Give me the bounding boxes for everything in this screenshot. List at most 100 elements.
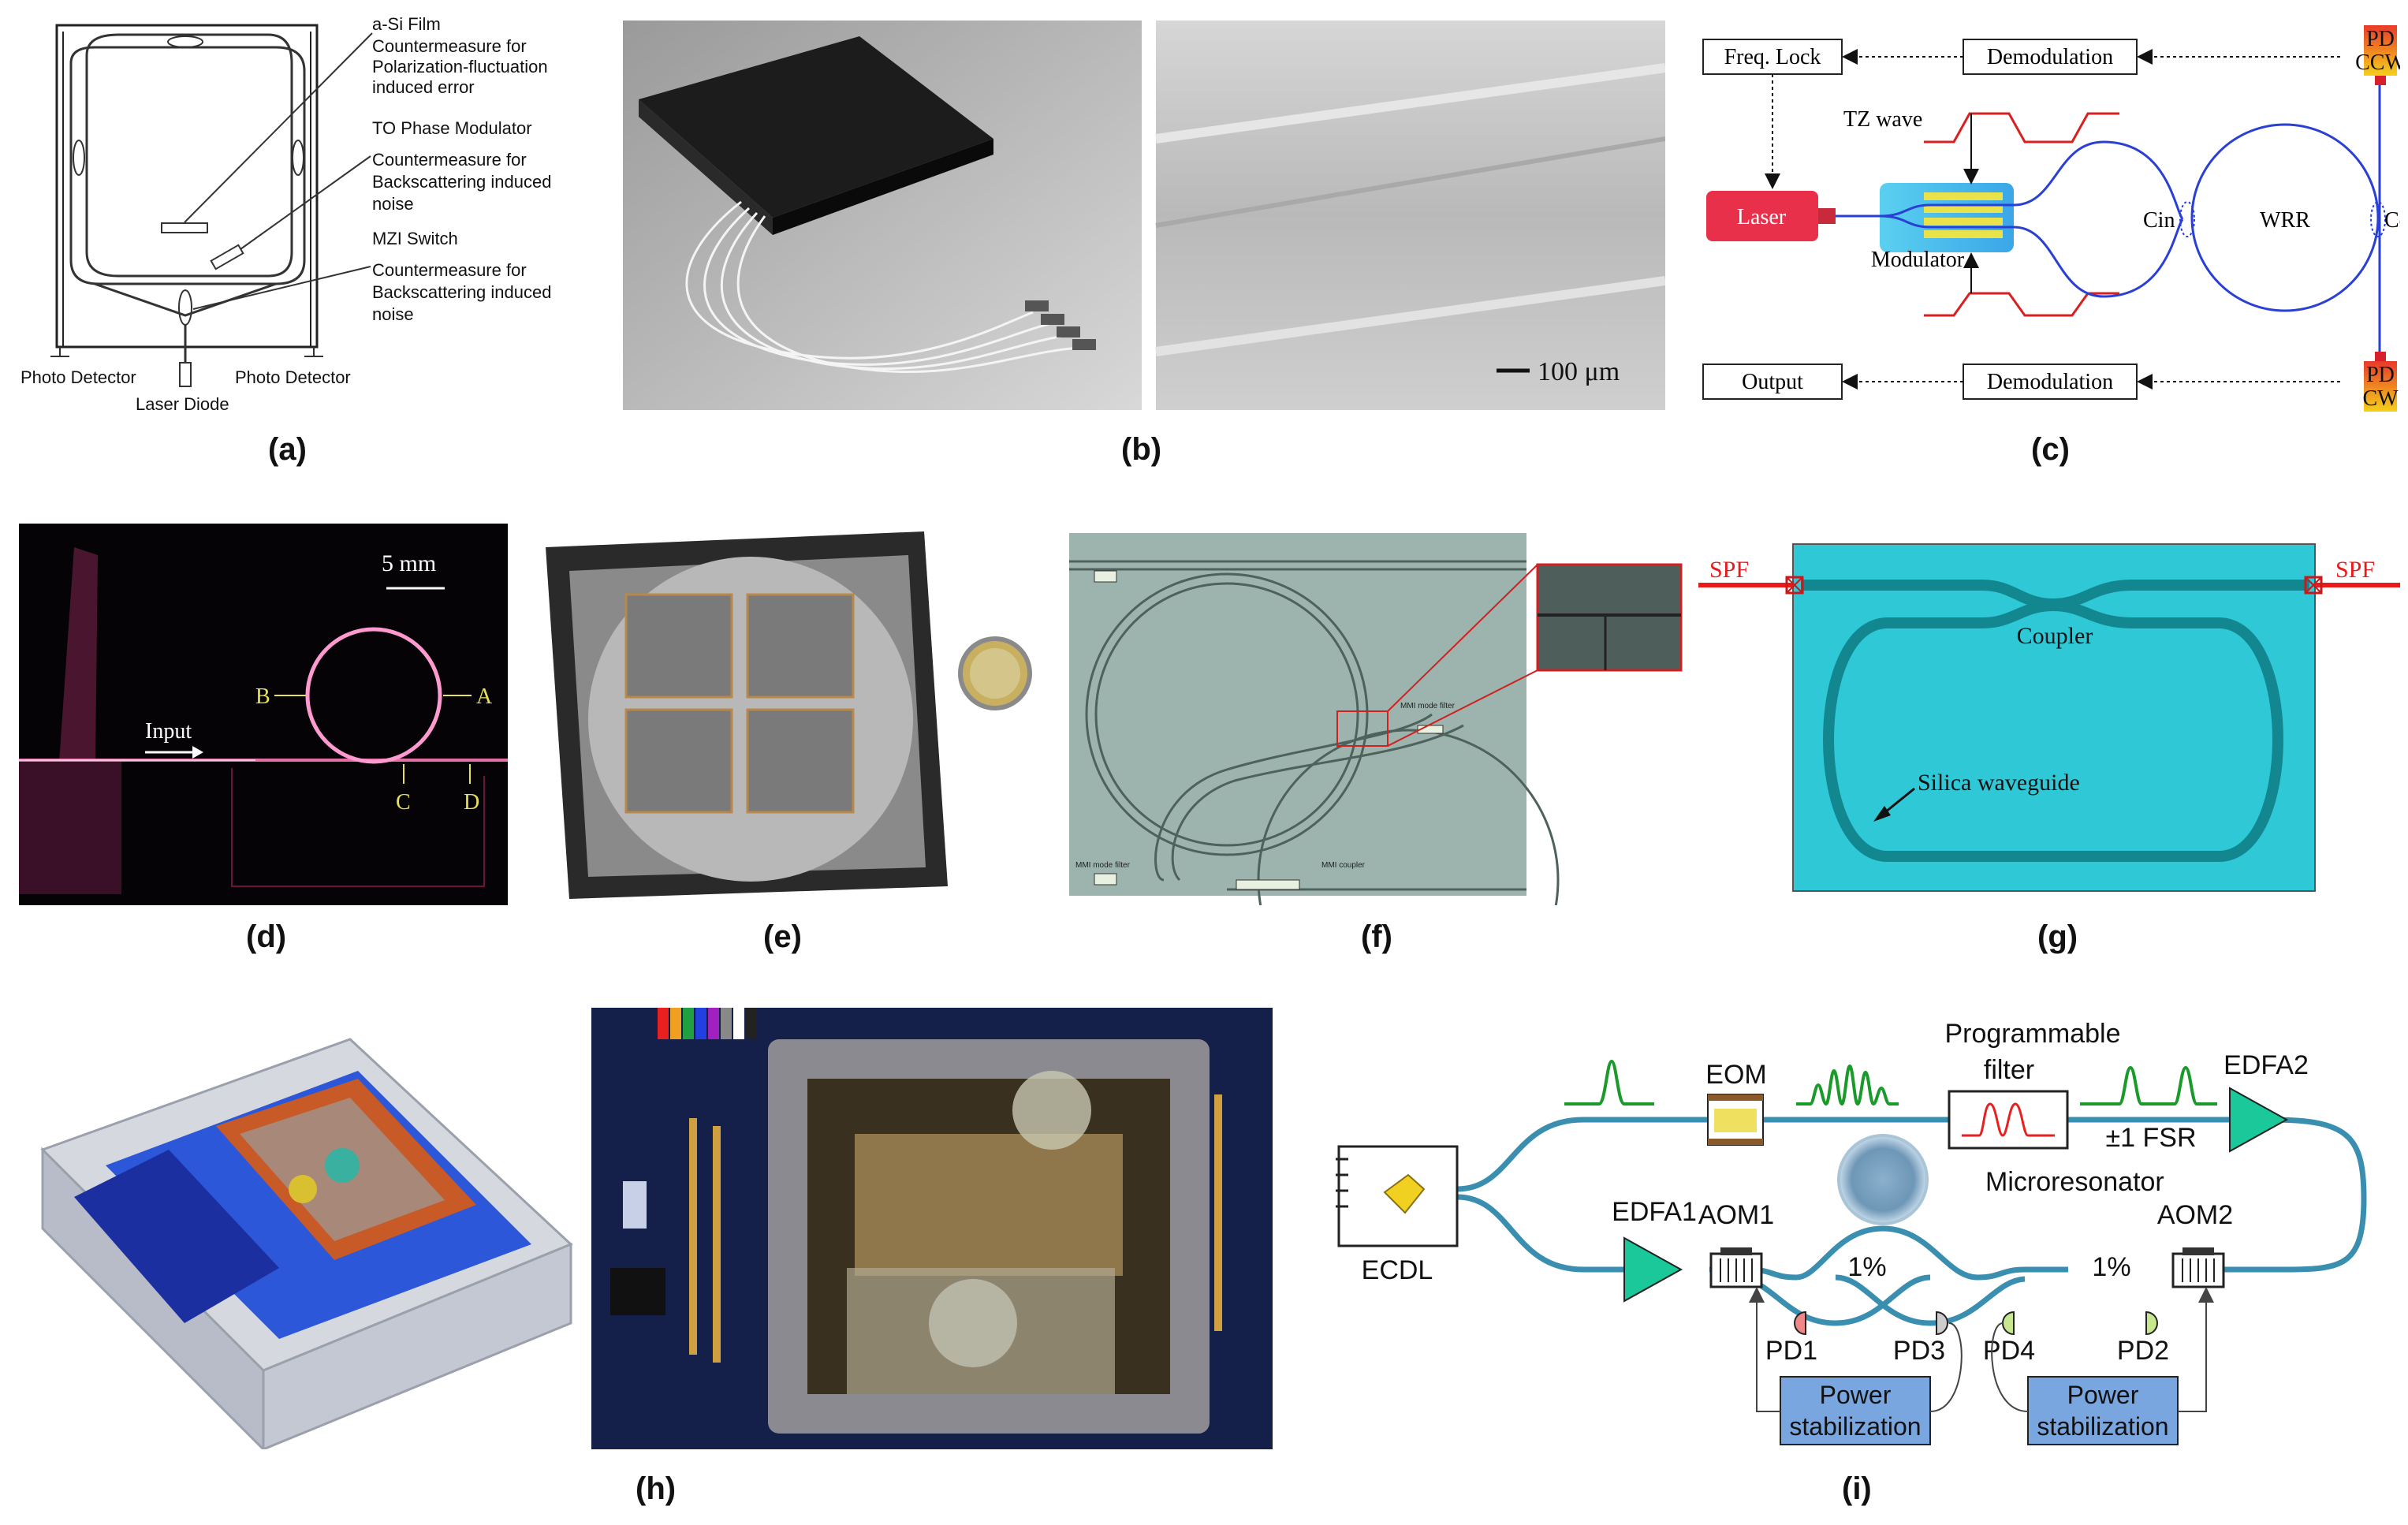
panel-c: Freq. Lock Demodulation Output Demodulat…	[1694, 16, 2400, 418]
scale-5mm: 5 mm	[382, 550, 436, 576]
label-photo-detector-right: Photo Detector	[235, 367, 351, 387]
coupler-1pct-right: 1%	[2092, 1252, 2130, 1282]
spf-right-label: SPF	[2335, 557, 2375, 583]
scale-bar-100um: 100 μm	[1538, 357, 1620, 386]
note-mzi-2: Backscattering induced	[372, 282, 551, 302]
pd3-label: PD3	[1893, 1336, 1945, 1366]
aom1-label: AOM1	[1698, 1200, 1774, 1230]
panel-d-photo: 5 mm Input B A C D	[19, 524, 508, 905]
mmi-filter-label-2: MMI mode filter	[1075, 861, 1131, 870]
coupler-1pct-left: 1%	[1847, 1252, 1886, 1282]
cout-label: Cout	[2384, 208, 2400, 233]
panel-h	[27, 1008, 1273, 1449]
point-b: B	[255, 684, 270, 709]
panel-a-drawing: a-Si Film Countermeasure for Polarizatio…	[21, 16, 551, 414]
panel-d: 5 mm Input B A C D	[19, 524, 508, 905]
label-mzi-switch: MZI Switch	[372, 229, 458, 248]
panel-b-photos: 100 μm	[623, 21, 1665, 410]
panel-f-micrograph: MMI mode filter MMI mode filter MMI coup…	[1069, 533, 1683, 905]
power-stab-2-line1: Power	[2067, 1381, 2139, 1409]
pd-ccw	[2364, 25, 2397, 76]
panel-e-photo	[538, 524, 1042, 905]
wrr-label: WRR	[2260, 208, 2310, 233]
caption-d: (d)	[246, 919, 287, 954]
caption-e: (e)	[763, 919, 802, 954]
demodulation-bottom-label: Demodulation	[1987, 370, 2113, 394]
point-d: D	[464, 790, 479, 815]
freq-lock-label: Freq. Lock	[1724, 45, 1821, 69]
spf-left-label: SPF	[1709, 557, 1749, 583]
note-to-3: noise	[372, 194, 414, 214]
ecdl-label: ECDL	[1362, 1255, 1433, 1285]
pd-top-label: PD	[2366, 27, 2395, 51]
microresonator-disk	[1837, 1134, 1929, 1225]
label-asi-film: a-Si Film	[372, 16, 441, 34]
note-to-1: Countermeasure for	[372, 150, 527, 170]
panel-f: MMI mode filter MMI mode filter MMI coup…	[1069, 533, 1692, 905]
power-stab-1-line1: Power	[1820, 1381, 1892, 1409]
coupler-label: Coupler	[2017, 623, 2093, 649]
silica-waveguide-label: Silica waveguide	[1918, 770, 2080, 796]
panel-e	[538, 524, 1042, 905]
panel-i: ECDL EOM Programmable filter ±1 FSR EDFA…	[1331, 1017, 2397, 1459]
tz-wave-label: TZ wave	[1843, 107, 1922, 132]
demodulation-top-box	[1963, 39, 2138, 75]
mmi-coupler-label: MMI coupler	[1321, 861, 1366, 870]
note-asi-3: induced error	[372, 77, 475, 97]
power-stab-1-line2: stabilization	[1789, 1412, 1921, 1441]
pd4-label: PD4	[1983, 1336, 2035, 1366]
caption-a: (a)	[268, 432, 307, 467]
laser-label: Laser	[1737, 205, 1787, 229]
caption-f: (f)	[1361, 919, 1392, 954]
note-mzi-1: Countermeasure for	[372, 260, 527, 280]
caption-b: (b)	[1121, 432, 1162, 467]
output-label: Output	[1742, 370, 1803, 394]
pd-bottom-label: PD	[2366, 363, 2395, 387]
panel-c-diagram: Freq. Lock Demodulation Output Demodulat…	[1702, 25, 2400, 412]
chip-substrate	[1792, 543, 2316, 892]
label-photo-detector-left: Photo Detector	[21, 367, 136, 387]
demodulation-top-label: Demodulation	[1987, 45, 2113, 69]
note-mzi-3: noise	[372, 304, 414, 324]
label-laser-diode: Laser Diode	[136, 394, 229, 414]
caption-g: (g)	[2037, 919, 2078, 954]
power-stabilization-2	[2027, 1376, 2179, 1445]
caption-c: (c)	[2031, 432, 2070, 467]
programmable-label-2: filter	[1984, 1055, 2034, 1085]
caption-h: (h)	[636, 1471, 677, 1506]
label-to-phase-modulator: TO Phase Modulator	[372, 118, 532, 138]
point-a: A	[476, 684, 493, 709]
edfa2-amp	[2229, 1087, 2289, 1153]
panel-g-diagram: SPF SPF Coupler Silica waveguide	[1698, 543, 2400, 892]
demodulation-bottom-box	[1963, 364, 2138, 400]
note-asi-2: Polarization-fluctuation	[372, 57, 548, 76]
pd-top-sub: CCW	[2355, 50, 2400, 75]
cin-label: Cin	[2143, 208, 2175, 233]
programmable-label-1: Programmable	[1945, 1019, 2121, 1049]
caption-i: (i)	[1842, 1471, 1872, 1506]
eom-label: EOM	[1705, 1060, 1766, 1090]
edfa2-label: EDFA2	[2223, 1050, 2309, 1080]
point-c: C	[396, 790, 411, 815]
power-stab-2-line2: stabilization	[2037, 1412, 2168, 1441]
pd2-label: PD2	[2117, 1336, 2169, 1366]
panel-b: 100 μm	[623, 21, 1665, 410]
note-to-2: Backscattering induced	[372, 172, 551, 192]
edfa1-amp	[1623, 1236, 1683, 1303]
panel-h-images	[27, 1008, 1273, 1449]
panel-i-diagram: ECDL EOM Programmable filter ±1 FSR EDFA…	[1336, 1019, 2367, 1445]
fsr-label: ±1 FSR	[2105, 1123, 2196, 1153]
aom2-label: AOM2	[2157, 1200, 2233, 1230]
pd-bottom-sub: CW	[2362, 386, 2399, 411]
panel-a: a-Si Film Countermeasure for Polarizatio…	[16, 16, 615, 426]
pd-cw	[2364, 361, 2397, 412]
freq-lock-box	[1702, 39, 1843, 75]
output-box	[1702, 364, 1843, 400]
panel-g: SPF SPF Coupler Silica waveguide	[1698, 541, 2400, 896]
microresonator-label: Microresonator	[1985, 1167, 2164, 1197]
pd1-label: PD1	[1765, 1336, 1817, 1366]
laser-box	[1706, 191, 1818, 241]
modulator-label: Modulator	[1871, 248, 1965, 272]
mmi-filter-label-1: MMI mode filter	[1400, 702, 1456, 710]
input-label: Input	[145, 719, 192, 744]
